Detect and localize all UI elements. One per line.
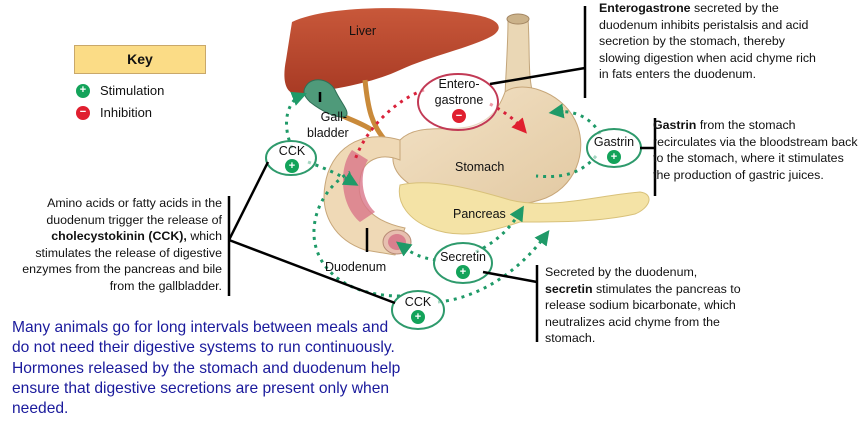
key-item-stimulation: + Stimulation xyxy=(76,83,164,98)
cck-upper-oval xyxy=(265,140,317,176)
secretin-label: Secretin xyxy=(440,250,486,264)
label-gallbladder-line1: Gall- xyxy=(320,110,348,124)
label-gallbladder: Gall- bladder xyxy=(307,109,349,141)
liver-shape xyxy=(284,8,499,95)
bile-duct xyxy=(362,79,387,142)
inhibition-arrows xyxy=(353,88,527,161)
note-enterogastrone-text: secreted by the duodenum inhibits perist… xyxy=(599,1,816,82)
cck-lower-label: CCK xyxy=(404,295,432,309)
stimulation-icon: + xyxy=(607,150,621,164)
note-secretin-pre: Secreted by the duodenum, xyxy=(545,265,698,279)
note-secretin: Secreted by the duodenum, secretin stimu… xyxy=(545,264,745,347)
note-gastrin: Gastrin from the stomach recirculates vi… xyxy=(653,117,858,183)
hormone-secretin: Secretin + xyxy=(436,250,490,279)
stimulation-icon: + xyxy=(285,159,299,173)
hormone-gastrin: Gastrin + xyxy=(589,135,639,164)
cck-upper-label: CCK xyxy=(278,144,306,158)
enterogastrone-oval xyxy=(417,73,499,131)
enterogastrone-line1: Entero- xyxy=(438,77,480,91)
stimulation-arrows xyxy=(285,91,602,304)
note-secretin-text: stimulates the pancreas to release sodiu… xyxy=(545,281,741,346)
label-gallbladder-line2: bladder xyxy=(307,126,349,140)
hormone-cck-upper: CCK + xyxy=(274,144,310,173)
label-pancreas: Pancreas xyxy=(453,207,506,221)
stimulation-icon: + xyxy=(76,83,90,98)
note-cck-term: cholecystokinin (CCK), xyxy=(51,229,187,244)
leader-lines xyxy=(227,6,657,342)
note-gastrin-text: from the stomach recirculates via the bl… xyxy=(653,118,858,182)
hormone-cck-lower: CCK + xyxy=(400,295,436,324)
note-enterogastrone: Enterogastrone secreted by the duodenum … xyxy=(599,0,829,83)
note-gastrin-term: Gastrin xyxy=(653,118,697,132)
label-stomach: Stomach xyxy=(455,160,505,174)
stimulation-icon: + xyxy=(411,310,425,324)
stimulation-icon: + xyxy=(456,265,470,279)
note-enterogastrone-term: Enterogastrone xyxy=(599,1,691,15)
hormone-enterogastrone: Entero- gastrone − xyxy=(428,76,490,123)
note-cck-text: which stimulates the release of digestiv… xyxy=(22,229,222,293)
note-secretin-term: secretin xyxy=(545,281,593,296)
inhibition-icon: − xyxy=(76,105,90,120)
pancreas-shape xyxy=(398,182,650,235)
label-liver: Liver xyxy=(349,24,377,38)
label-duodenum: Duodenum xyxy=(325,260,387,274)
note-cck-pre: Amino acids or fatty acids in the duoden… xyxy=(46,196,222,227)
key-label-stimulation: Stimulation xyxy=(100,83,165,98)
key-item-inhibition: − Inhibition xyxy=(76,105,152,120)
key-label-inhibition: Inhibition xyxy=(100,105,153,120)
enterogastrone-line2: gastrone xyxy=(434,93,484,107)
summary-text: Many animals go for long intervals betwe… xyxy=(12,319,401,418)
note-cck: Amino acids or fatty acids in the duoden… xyxy=(0,195,222,295)
key-title: Key xyxy=(74,45,206,74)
gastrin-label: Gastrin xyxy=(593,135,635,149)
esophagus xyxy=(504,17,533,97)
inhibition-icon: − xyxy=(452,109,466,123)
secretin-oval xyxy=(433,242,493,284)
